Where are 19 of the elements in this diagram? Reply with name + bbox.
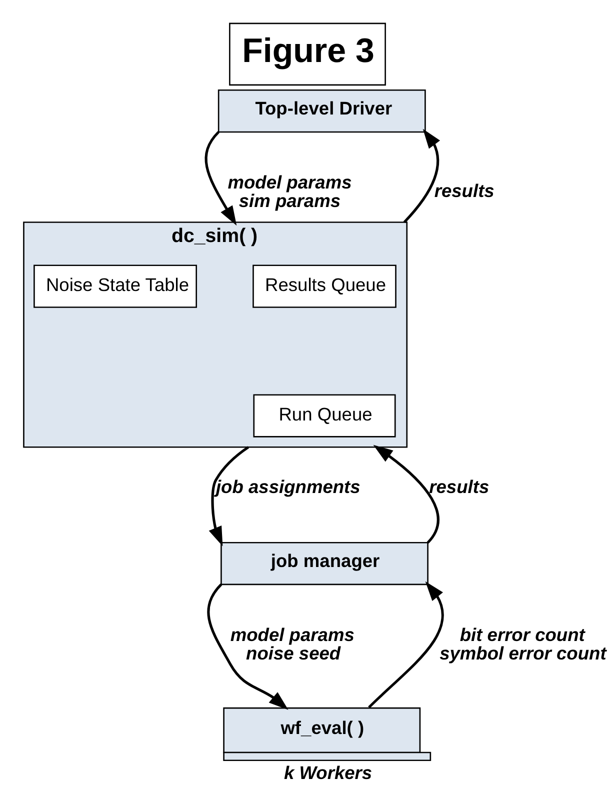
arrow <box>373 444 440 543</box>
node-box: Results Queue <box>252 264 396 308</box>
edge-label: job assignments <box>216 476 360 497</box>
arrow <box>207 583 288 710</box>
edge-label: model params noise seed <box>230 623 354 663</box>
node-box: Run Queue <box>253 394 396 437</box>
arrow <box>208 446 250 546</box>
node-label: k Workers <box>284 761 372 782</box>
node-box: Top-level Driver <box>218 89 426 132</box>
edge-label: bit error count symbol error count <box>440 623 606 663</box>
edge-label: results <box>429 476 490 497</box>
edge-label: results <box>434 179 494 200</box>
arrow <box>403 128 440 223</box>
diagram-title: Figure 3 <box>242 31 374 70</box>
arrow <box>368 580 444 708</box>
arrow <box>204 130 237 226</box>
node-box: Noise State Table <box>34 264 197 308</box>
edge-label: model params sim params <box>228 170 352 210</box>
node-box: job manager <box>220 541 428 585</box>
